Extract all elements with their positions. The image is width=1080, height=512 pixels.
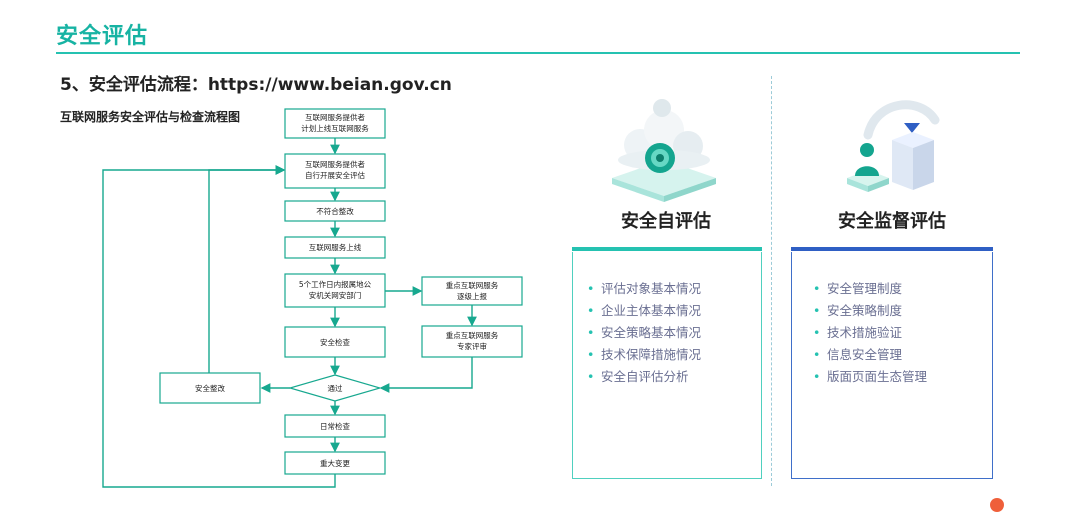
user-cycle-icon — [847, 100, 940, 192]
title-divider — [56, 52, 1020, 54]
svg-text:重大变更: 重大变更 — [320, 458, 350, 468]
self-assessment-title: 安全自评估 — [621, 211, 711, 232]
svg-text:日常检查: 日常检查 — [320, 421, 350, 431]
svg-text:逐级上报: 逐级上报 — [457, 291, 487, 301]
node-daily-check: 日常检查 — [284, 414, 386, 438]
list-item: 评估对象基本情况 — [581, 278, 701, 300]
list-item: 技术措施验证 — [807, 322, 927, 344]
node-noncompliance-fix: 不符合整改 — [284, 200, 386, 222]
supervision-bar — [791, 247, 993, 251]
svg-text:计划上线互联网服务: 计划上线互联网服务 — [301, 123, 369, 133]
svg-text:重点互联网服务: 重点互联网服务 — [446, 280, 499, 290]
node-service-launch: 互联网服务上线 — [284, 236, 386, 259]
list-item: 安全自评估分析 — [581, 366, 701, 388]
node-security-fix: 安全整改 — [159, 372, 261, 404]
node-plan-launch: 互联网服务提供者 计划上线互联网服务 — [284, 108, 386, 139]
edge-fix-n2 — [208, 165, 286, 373]
supervision-list: 安全管理制度 安全策略制度 技术措施验证 信息安全管理 版面页面生态管理 — [807, 278, 927, 388]
svg-text:互联网服务提供者: 互联网服务提供者 — [305, 159, 365, 169]
edge-r2-decision — [379, 357, 473, 393]
svg-text:安全检查: 安全检查 — [320, 337, 350, 347]
svg-text:通过: 通过 — [328, 383, 343, 393]
page-title: 安全评估 — [56, 24, 149, 49]
list-item: 安全策略基本情况 — [581, 322, 701, 344]
column-separator — [771, 76, 772, 486]
svg-text:5个工作日内报属地公: 5个工作日内报属地公 — [299, 279, 372, 289]
svg-text:重点互联网服务: 重点互联网服务 — [446, 330, 499, 340]
list-item: 信息安全管理 — [807, 344, 927, 366]
self-assessment-list: 评估对象基本情况 企业主体基本情况 安全策略基本情况 技术保障措施情况 安全自评… — [581, 278, 701, 388]
svg-text:不符合整改: 不符合整改 — [316, 206, 354, 216]
section-subtitle: 5、安全评估流程：https://www.beian.gov.cn — [60, 75, 452, 95]
self-assessment-bar — [572, 247, 762, 251]
self-assessment-card: 评估对象基本情况 企业主体基本情况 安全策略基本情况 技术保障措施情况 安全自评… — [572, 252, 762, 479]
node-security-check: 安全检查 — [284, 326, 386, 358]
node-self-assessment: 互联网服务提供者 自行开展安全评估 — [284, 153, 386, 189]
corner-dot — [990, 498, 1004, 512]
svg-text:安机关网安部门: 安机关网安部门 — [309, 290, 362, 300]
node-pass-decision: 通过 — [287, 374, 383, 402]
svg-text:互联网服务上线: 互联网服务上线 — [309, 242, 362, 252]
supervision-title: 安全监督评估 — [838, 211, 946, 232]
node-key-report: 重点互联网服务 逐级上报 — [421, 276, 523, 306]
supervision-card: 安全管理制度 安全策略制度 技术措施验证 信息安全管理 版面页面生态管理 — [791, 252, 993, 479]
list-item: 安全管理制度 — [807, 278, 927, 300]
node-report-police: 5个工作日内报属地公 安机关网安部门 — [284, 273, 386, 308]
svg-text:自行开展安全评估: 自行开展安全评估 — [305, 170, 365, 180]
list-item: 安全策略制度 — [807, 300, 927, 322]
list-item: 版面页面生态管理 — [807, 366, 927, 388]
cloud-shield-icon — [612, 99, 716, 202]
edge-n8-n2 — [102, 165, 336, 488]
svg-text:互联网服务提供者: 互联网服务提供者 — [305, 112, 365, 122]
list-item: 企业主体基本情况 — [581, 300, 701, 322]
svg-text:专家评审: 专家评审 — [457, 341, 487, 351]
flowchart-title: 互联网服务安全评估与检查流程图 — [60, 110, 241, 124]
svg-text:安全整改: 安全整改 — [195, 383, 225, 393]
node-expert-review: 重点互联网服务 专家评审 — [421, 325, 523, 358]
list-item: 技术保障措施情况 — [581, 344, 701, 366]
node-major-change: 重大变更 — [284, 451, 386, 475]
